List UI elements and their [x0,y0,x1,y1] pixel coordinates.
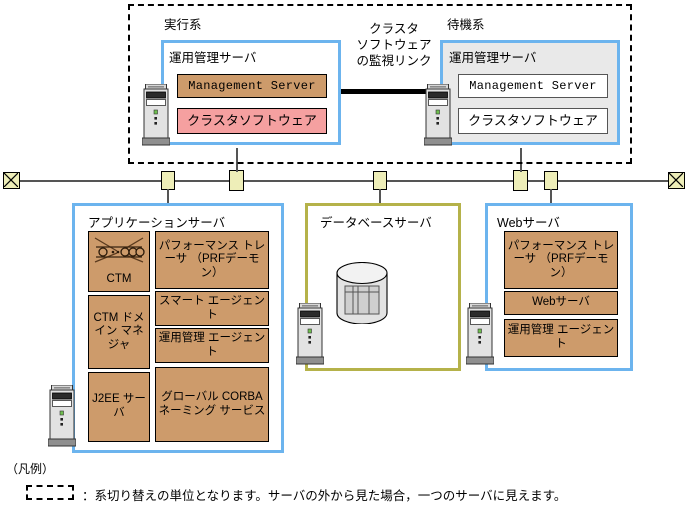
web-component-web-server[interactable]: Webサーバ [504,291,618,315]
web-server-title: Webサーバ [497,216,560,230]
app-component-performance-tracer[interactable]: パフォーマンス トレーサ （PRFデーモン） [155,231,269,289]
legend-title: （凡例） [6,462,55,476]
bus-connector-standby-mgmt [513,170,528,191]
web-component-management-agent[interactable]: 運用管理 エージェント [504,319,618,357]
database-cylinder-icon [336,261,388,325]
app-component-management-agent[interactable]: 運用管理 エージェント [155,328,269,363]
app-component-j2ee-server[interactable]: J2EE サーバ [88,372,150,442]
app-component-ctm-domain-manager[interactable]: CTM ドメイン マネジャ [88,295,150,369]
app-component-global-corba-naming-service[interactable]: グローバル CORBA ネーミング サービス [155,367,269,442]
legend-entry-text: ：系切り替えの単位となります。サーバの外から見た場合，一つのサーバに見えます。 [82,489,567,503]
ctm-queue-icon [93,235,145,265]
drop-line-active-mgmt [236,148,238,172]
standby-component-cluster-software[interactable]: クラスタソフトウェア [458,108,608,134]
app-component-ctm-label: CTM [106,273,132,286]
bus-connector-web-server [544,171,558,190]
legend-dashed-swatch [26,485,74,500]
active-component-cluster-software[interactable]: クラスタソフトウェア [177,108,327,134]
app-component-smart-agent[interactable]: スマート エージェント [155,291,269,326]
active-server-tower-icon [141,83,171,146]
bus-terminator-left-icon [3,172,20,189]
drop-line-web-server [550,189,552,207]
bus-connector-db-server [373,171,387,190]
cluster-monitoring-link-line [341,89,447,94]
bus-terminator-right-icon [668,172,685,189]
standby-system-label: 待機系 [447,18,485,32]
app-component-ctm[interactable]: CTM [88,231,150,292]
web-component-performance-tracer[interactable]: パフォーマンス トレーサ （PRFデーモン） [504,231,618,289]
cluster-monitoring-link-label: クラスタ ソフトウェア の監視リンク [356,22,432,68]
bus-connector-active-mgmt [229,170,244,191]
network-bus-line [16,180,673,182]
active-system-label: 実行系 [164,18,202,32]
drop-line-app-server [167,189,169,207]
web-server-tower-icon [465,302,495,365]
standby-component-management-server[interactable]: Management Server [458,74,608,98]
standby-management-server-title: 運用管理サーバ [449,51,537,65]
bus-connector-app-server [161,171,175,190]
active-component-management-server[interactable]: Management Server [177,74,327,98]
drop-line-standby-mgmt [520,148,522,172]
database-server-tower-icon [295,302,325,365]
application-server-tower-icon [47,384,77,447]
standby-server-tower-icon [423,83,453,146]
application-server-title: アプリケーションサーバ [88,216,226,230]
database-server-title: データベースサーバ [320,216,432,230]
drop-line-db-server [379,189,381,207]
cluster-switch-unit-boundary [128,4,632,164]
active-management-server-title: 運用管理サーバ [169,51,257,65]
